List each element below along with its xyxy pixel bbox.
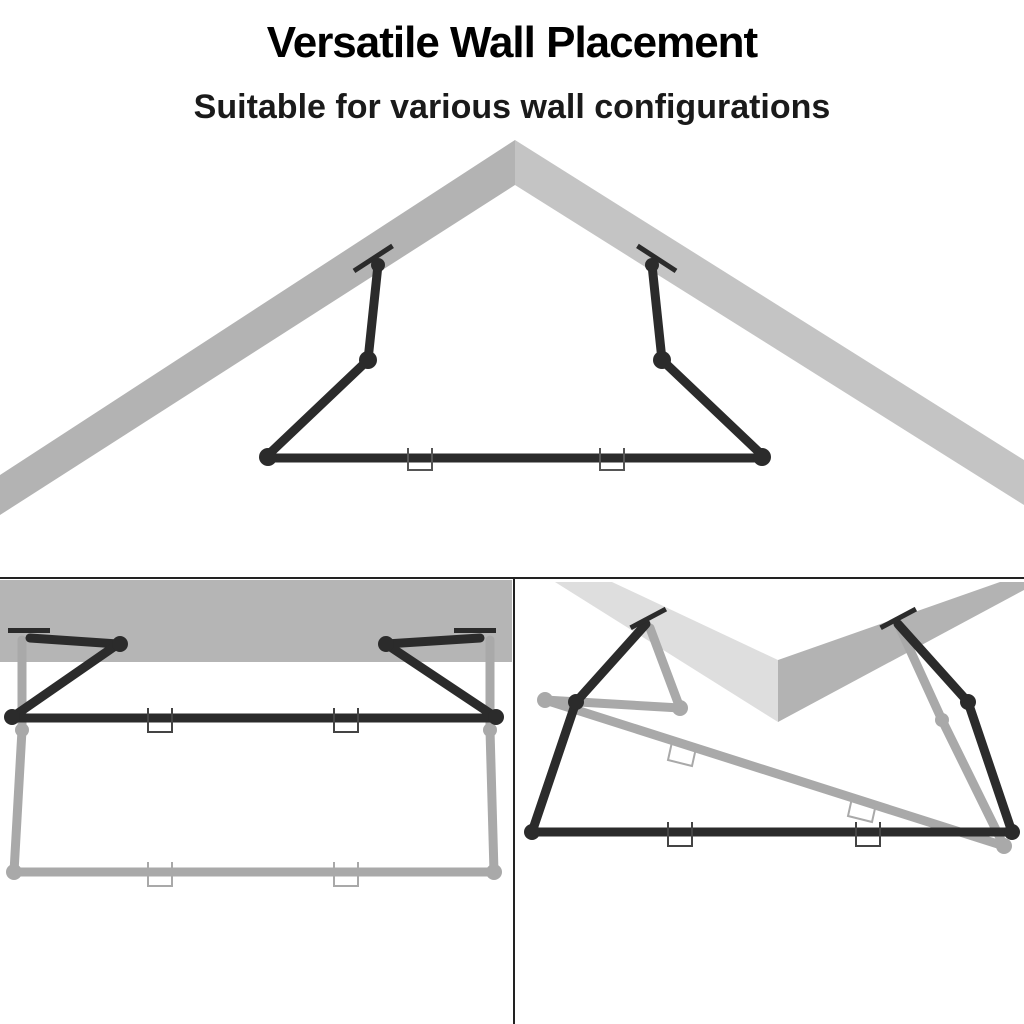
flat-ceiling-slab xyxy=(0,580,512,662)
grip-handles-angled xyxy=(407,448,625,471)
corner-wall-right xyxy=(778,582,1024,722)
pullup-bar-flat xyxy=(9,633,499,723)
ceiling-right-slope xyxy=(515,140,1024,505)
ghost-bar-corner xyxy=(540,623,1009,851)
panel-inside-corner xyxy=(524,582,1024,854)
mount-plates-angled xyxy=(259,243,771,466)
pullup-bar-angled xyxy=(263,260,767,463)
panel-flat-ceiling xyxy=(0,580,512,887)
ghost-bar-flat xyxy=(9,635,499,877)
corner-wall-left xyxy=(555,582,778,722)
ceiling-left-slope xyxy=(0,140,515,515)
page-title: Versatile Wall Placement xyxy=(266,18,758,67)
panel-angled-ceiling xyxy=(0,140,1024,515)
page-subtitle: Suitable for various wall configurations xyxy=(193,88,831,126)
pullup-bar-corner xyxy=(527,619,1017,837)
